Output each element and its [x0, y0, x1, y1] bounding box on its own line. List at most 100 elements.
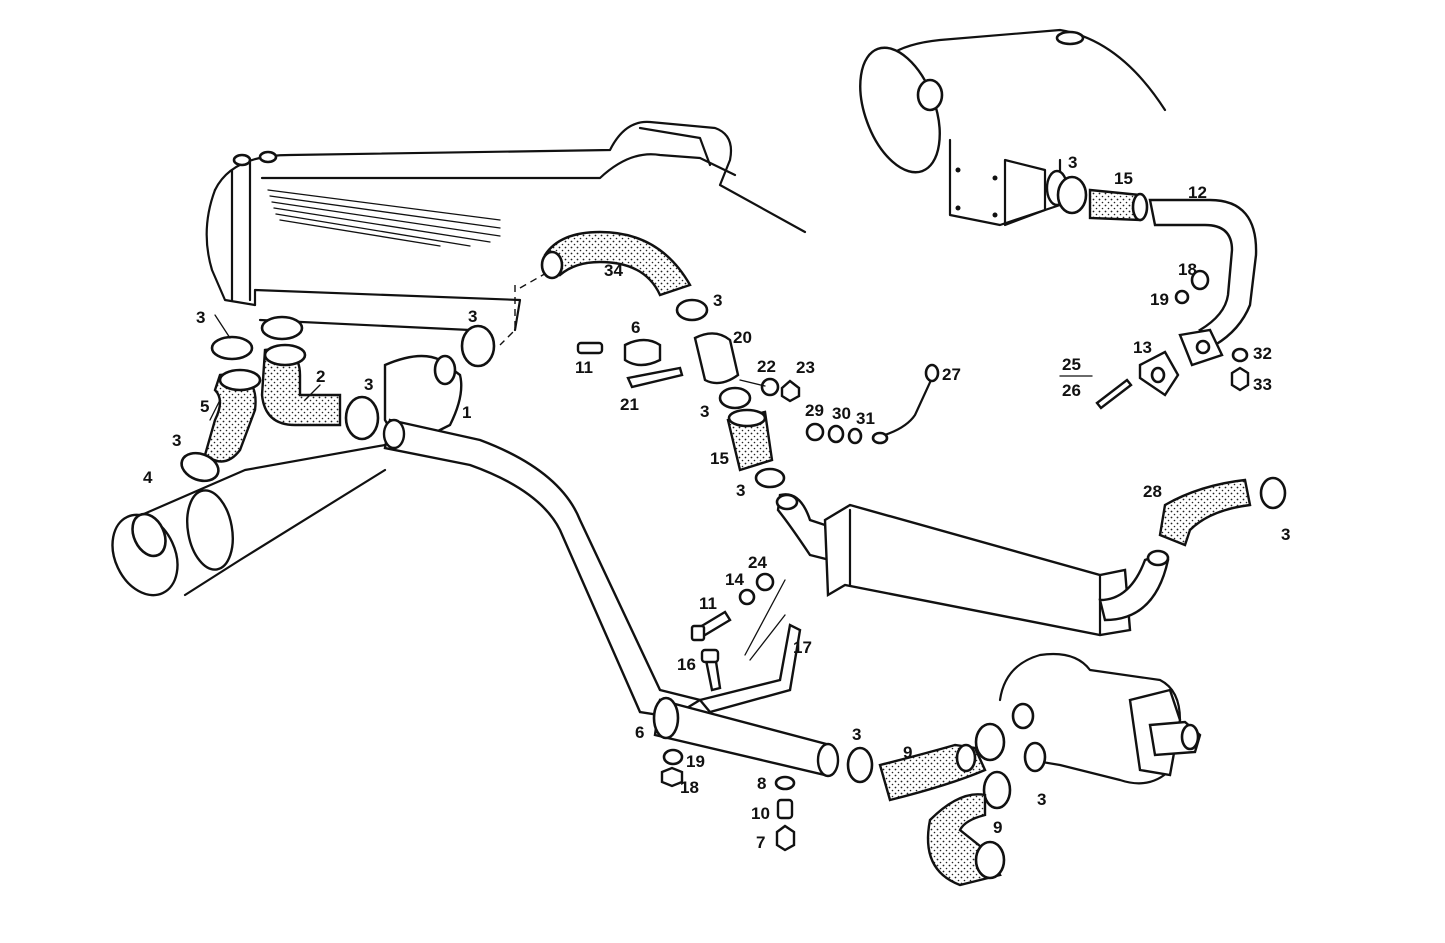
callout-26: 26	[1062, 381, 1081, 400]
hose-5-top	[218, 368, 262, 392]
pipe-1-end	[382, 418, 406, 450]
callout-9: 9	[993, 818, 1002, 837]
callout-31: 31	[856, 409, 875, 428]
clamp-6-lower	[652, 696, 680, 740]
exhaust-outlet	[111, 443, 387, 597]
callout-3: 3	[1068, 153, 1077, 172]
washer-19-lower	[662, 748, 684, 766]
hose-15-top	[727, 408, 767, 428]
callout-25: 25	[1062, 355, 1081, 374]
callout-18: 18	[1178, 260, 1197, 279]
callout-19: 19	[1150, 290, 1169, 309]
bracket-21	[626, 366, 684, 389]
callout-3: 3	[700, 402, 709, 421]
callout-32: 32	[1253, 344, 1272, 363]
gasket-13-hole	[1150, 366, 1166, 384]
callout-9: 9	[903, 743, 912, 762]
leader-2	[304, 384, 321, 401]
washer-14	[738, 588, 756, 606]
callout-3: 3	[172, 431, 181, 450]
callout-11: 11	[575, 358, 593, 377]
clamp-3-b	[260, 315, 304, 341]
hose-9-lower-end	[974, 840, 1006, 880]
callout-4: 4	[143, 468, 153, 487]
nut-33	[1230, 366, 1250, 392]
callout-3: 3	[364, 375, 373, 394]
hose-2-top	[263, 343, 307, 367]
callout-8: 8	[757, 774, 766, 793]
hose-28	[1158, 478, 1252, 547]
callout-11: 11	[699, 594, 717, 613]
washer-24	[755, 572, 775, 592]
clamp-6-upper	[623, 338, 662, 367]
clamp-3-g	[718, 386, 752, 410]
callout-18: 18	[680, 778, 699, 797]
flange-12-hole	[1195, 339, 1211, 355]
clamp-3-m	[846, 746, 874, 784]
callout-10: 10	[751, 804, 770, 823]
callout-1: 1	[462, 403, 471, 422]
callout-23: 23	[796, 358, 815, 377]
clamp-3-f	[675, 298, 709, 322]
clamp-3-k	[974, 722, 1006, 762]
hose-9-upper-end	[955, 743, 977, 773]
heat-exchanger	[775, 493, 1170, 637]
callout-13: 13	[1133, 338, 1152, 357]
leader-17	[749, 614, 786, 661]
callout-17: 17	[793, 638, 812, 657]
callout-16: 16	[677, 655, 696, 674]
callout-27: 27	[942, 365, 961, 384]
leader-22	[739, 379, 766, 387]
callout-3: 3	[1281, 525, 1290, 544]
callout-22: 22	[757, 357, 776, 376]
stud-25	[1095, 378, 1133, 410]
clamp-3-d	[180, 451, 220, 483]
callout-2: 2	[316, 367, 325, 386]
callout-29: 29	[805, 401, 824, 420]
washer-8	[774, 775, 796, 791]
washer-29	[805, 422, 825, 442]
leader-3a	[214, 314, 231, 339]
clamp-3-e	[460, 324, 496, 368]
washer-30	[827, 424, 845, 444]
callout-15: 15	[710, 449, 729, 468]
washer-22	[760, 377, 780, 397]
callout-6: 6	[635, 723, 644, 742]
callout-24: 24	[748, 553, 767, 572]
hose-34-end	[540, 250, 564, 280]
nut-23	[780, 379, 801, 403]
callout-3: 3	[736, 481, 745, 500]
nut-18-lower	[660, 766, 684, 788]
callout-6: 6	[631, 318, 640, 337]
bolt-11-upper	[576, 341, 604, 355]
washer-32	[1231, 347, 1249, 363]
nut-18-upper	[1190, 269, 1210, 291]
sleeve-20	[693, 332, 740, 385]
washer-31	[847, 427, 863, 445]
callout-5: 5	[200, 397, 209, 416]
hose-15-upper-end	[1131, 192, 1149, 222]
callout-33: 33	[1253, 375, 1272, 394]
clamp-3-c	[344, 395, 380, 441]
pipe-lower	[653, 698, 832, 777]
dash-line-34	[499, 285, 516, 346]
water-pump	[998, 652, 1202, 785]
thermostat-outlet	[433, 354, 457, 386]
callout-3: 3	[468, 307, 477, 326]
cable-27-end	[871, 431, 889, 445]
bolt-11-head	[690, 624, 706, 642]
leader-5	[209, 399, 221, 421]
dash-line-34b	[519, 267, 556, 289]
clamp-3-j	[1056, 175, 1088, 215]
callout-30: 30	[832, 404, 851, 423]
callout-3: 3	[713, 291, 722, 310]
clamp-3-h	[754, 467, 786, 489]
callout-20: 20	[733, 328, 752, 347]
callout-15: 15	[1114, 169, 1133, 188]
callout-3: 3	[196, 308, 205, 327]
pipe-lower-end	[816, 742, 840, 778]
cable-27	[873, 376, 934, 440]
cable-27-eye	[924, 363, 940, 383]
